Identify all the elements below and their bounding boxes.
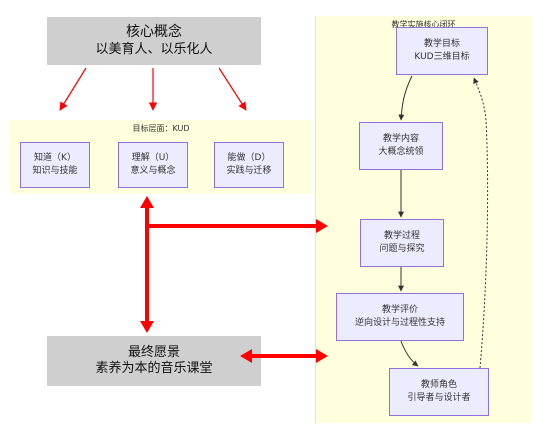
- node-teaching-goal-title: 教学目标: [423, 38, 460, 49]
- node-teaching-evaluation-title: 教学评价: [381, 304, 418, 315]
- thick-arrow-down-head: [140, 321, 154, 333]
- node-teaching-content-title: 教学内容: [382, 133, 419, 144]
- node-teacher-role: 教师角色 引导者与设计者: [389, 368, 489, 416]
- node-know-subtitle: 知识与技能: [32, 166, 78, 176]
- final-vision-box: 最终愿景 素养为本的音乐课堂: [47, 336, 261, 386]
- node-do-subtitle: 实践与迁移: [226, 166, 272, 176]
- teaching-loop-title: 教学实施核心闭环: [391, 20, 456, 29]
- flow-goal-to-content: [398, 75, 413, 121]
- node-teaching-process-title: 教学过程: [383, 230, 420, 241]
- node-do-title: 能做（D）: [227, 152, 271, 163]
- goal-cluster-title: 目标层面：KUD: [132, 124, 190, 133]
- node-teaching-evaluation-subtitle: 逆向设计与过程性支持: [354, 318, 445, 328]
- arrow-core-to-know: [59, 67, 87, 111]
- thick-arrow-left-head: [240, 349, 252, 363]
- node-teacher-role-subtitle: 引导者与设计者: [407, 393, 471, 403]
- final-vision-title: 最终愿景: [127, 344, 180, 360]
- node-understand: 理解（U） 意义与概念: [118, 142, 188, 188]
- flow-eval-to-role: [400, 340, 419, 367]
- thick-arrow-right-head-top: [316, 219, 328, 233]
- node-understand-subtitle: 意义与概念: [130, 166, 176, 176]
- final-vision-subtitle: 素养为本的音乐课堂: [95, 361, 213, 376]
- node-know: 知道（K） 知识与技能: [20, 142, 90, 188]
- arrow-core-to-do: [218, 67, 247, 111]
- flow-role-back-to-goal: [473, 77, 489, 369]
- core-concept-title: 核心概念: [126, 24, 182, 41]
- node-teaching-evaluation: 教学评价 逆向设计与过程性支持: [336, 293, 464, 341]
- core-concept-box: 核心概念 以美育人、以乐化人: [47, 17, 261, 65]
- node-teaching-goal: 教学目标 KUD三维目标: [396, 27, 488, 75]
- thick-arrow-up-head: [140, 196, 154, 208]
- thick-arrow-right-head-bottom: [316, 349, 328, 363]
- node-do: 能做（D） 实践与迁移: [214, 142, 284, 188]
- node-teaching-goal-subtitle: KUD三维目标: [414, 52, 470, 62]
- node-teaching-content: 教学内容 大概念统领: [359, 122, 443, 170]
- node-understand-title: 理解（U）: [131, 152, 175, 163]
- node-teaching-content-subtitle: 大概念统领: [378, 147, 424, 157]
- node-teaching-process-subtitle: 问题与探究: [379, 244, 425, 254]
- core-concept-subtitle: 以美育人、以乐化人: [95, 41, 213, 57]
- node-teacher-role-title: 教师角色: [420, 379, 457, 390]
- node-know-title: 知道（K）: [34, 152, 76, 163]
- node-teaching-process: 教学过程 问题与探究: [360, 219, 444, 267]
